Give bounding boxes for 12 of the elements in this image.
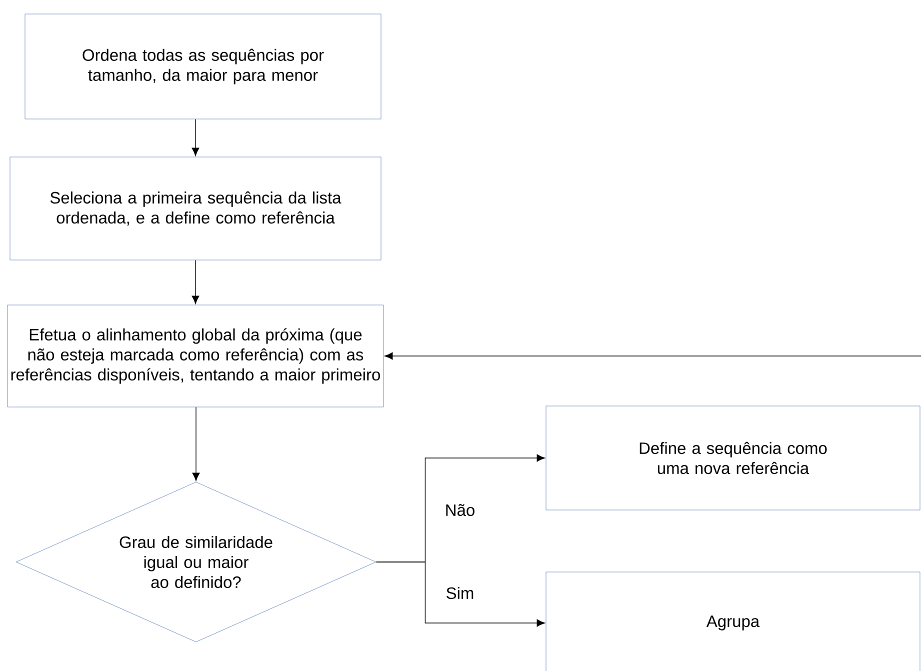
arrow [192,118,200,156]
process-box: Ordena todas as sequências por tamanho, da maior para menor [24,14,382,120]
arrow [376,562,545,627]
process-box: Agrupa [546,572,920,671]
edge-label: Sim [444,586,476,600]
process-box: Define a sequência como uma nova referência [546,406,920,510]
process-box: Efetua o alinhamento global da próxima (que não esteja marcada como referência) com as referências disponíveis, tentando a maior primeiro [7,304,384,408]
edge-label: Não [444,503,476,517]
arrow [384,352,921,360]
arrow [192,260,200,304]
arrow [192,406,200,481]
process-box: Seleciona a primeira sequência da lista ordenada, e a define como referência [10,156,382,260]
